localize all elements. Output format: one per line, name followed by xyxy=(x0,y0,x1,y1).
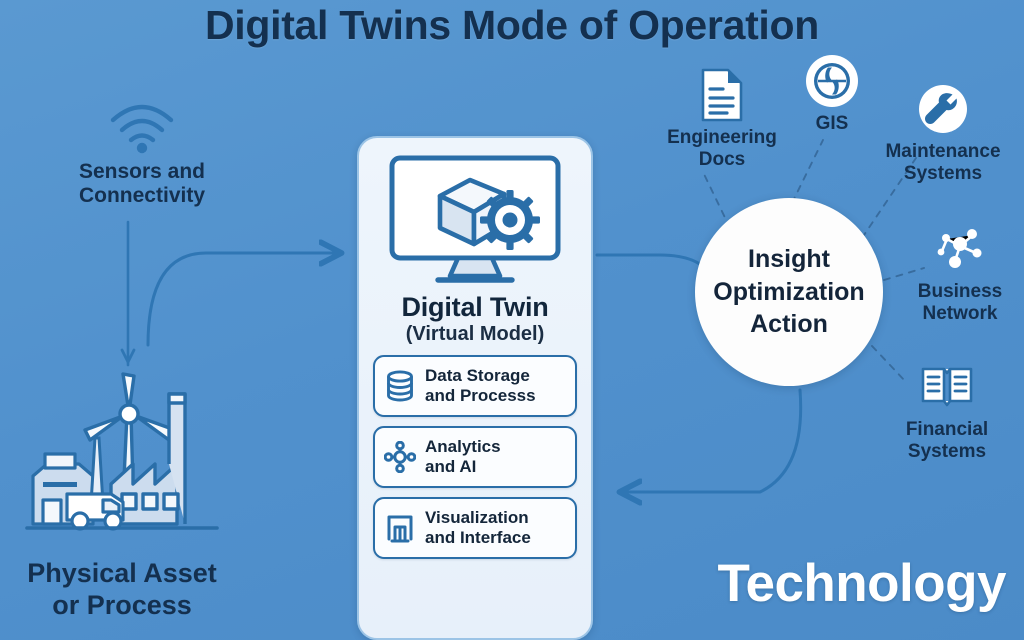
insight-optimization-action-node[interactable]: Insight Optimization Action xyxy=(695,198,883,386)
factory-wind-turbine-truck-icon xyxy=(2,372,242,548)
system-label-engineering-docs: Engineering Docs xyxy=(667,127,777,170)
insight-line-1: Insight xyxy=(748,245,830,274)
network-hub-icon xyxy=(384,441,416,473)
monitor-cube-gear-icon xyxy=(373,154,577,286)
page-title: Digital Twins Mode of Operation xyxy=(204,2,820,48)
system-label-maintenance: Maintenance Systems xyxy=(885,141,1001,184)
arrow-twin-to-insight xyxy=(595,253,714,279)
wrench-icon xyxy=(862,78,1024,140)
system-node-engineering-docs[interactable]: Engineering Docs xyxy=(648,64,796,171)
arrow-asset-to-twin xyxy=(146,253,341,347)
insight-line-2: Optimization xyxy=(713,277,865,306)
dashed-link-engineering-docs xyxy=(701,169,731,229)
capability-card-data-storage[interactable]: Data Storage and Processs xyxy=(373,355,577,417)
digital-twin-title: Digital Twin xyxy=(401,292,549,322)
system-label-gis: GIS xyxy=(815,113,849,134)
database-icon xyxy=(384,370,416,402)
arrow-insight-feedback xyxy=(620,388,803,492)
capability-card-analytics[interactable]: Analytics and AI xyxy=(373,426,577,488)
system-node-financial[interactable]: Financial Systems xyxy=(876,356,1018,463)
system-node-business-network[interactable]: Business Network xyxy=(896,218,1024,325)
technology-watermark: Technology xyxy=(717,554,1007,613)
digital-twin-card[interactable]: Digital Twin (Virtual Model) Data Storag… xyxy=(357,136,593,640)
capability-label-analytics: Analytics and AI xyxy=(425,437,501,476)
dashboard-chart-icon xyxy=(384,512,416,544)
physical-asset-node: Physical Asset or Process xyxy=(2,372,242,622)
arrowhead-down-asset xyxy=(120,348,136,364)
sensors-and-connectivity-node: Sensors and Connectivity xyxy=(52,96,232,209)
system-node-maintenance[interactable]: Maintenance Systems xyxy=(862,78,1024,185)
sensors-label: Sensors and Connectivity xyxy=(78,160,206,208)
physical-asset-label: Physical Asset or Process xyxy=(27,558,217,620)
system-node-gis[interactable]: GIS xyxy=(790,50,874,135)
digital-twin-subtitle: (Virtual Model) xyxy=(405,323,545,345)
capability-label-data-storage: Data Storage and Processs xyxy=(425,366,536,405)
capability-card-visualization[interactable]: Visualization and Interface xyxy=(373,497,577,559)
open-book-icon xyxy=(876,356,1018,418)
system-label-financial: Financial Systems xyxy=(905,419,989,462)
dashed-link-gis xyxy=(791,139,824,204)
capability-label-visualization: Visualization and Interface xyxy=(425,508,531,547)
insight-line-3: Action xyxy=(750,310,828,339)
globe-icon xyxy=(790,50,874,112)
system-label-business-network: Business Network xyxy=(917,281,1003,324)
document-icon xyxy=(648,64,796,126)
network-nodes-icon xyxy=(896,218,1024,280)
wifi-signal-icon xyxy=(52,96,232,154)
